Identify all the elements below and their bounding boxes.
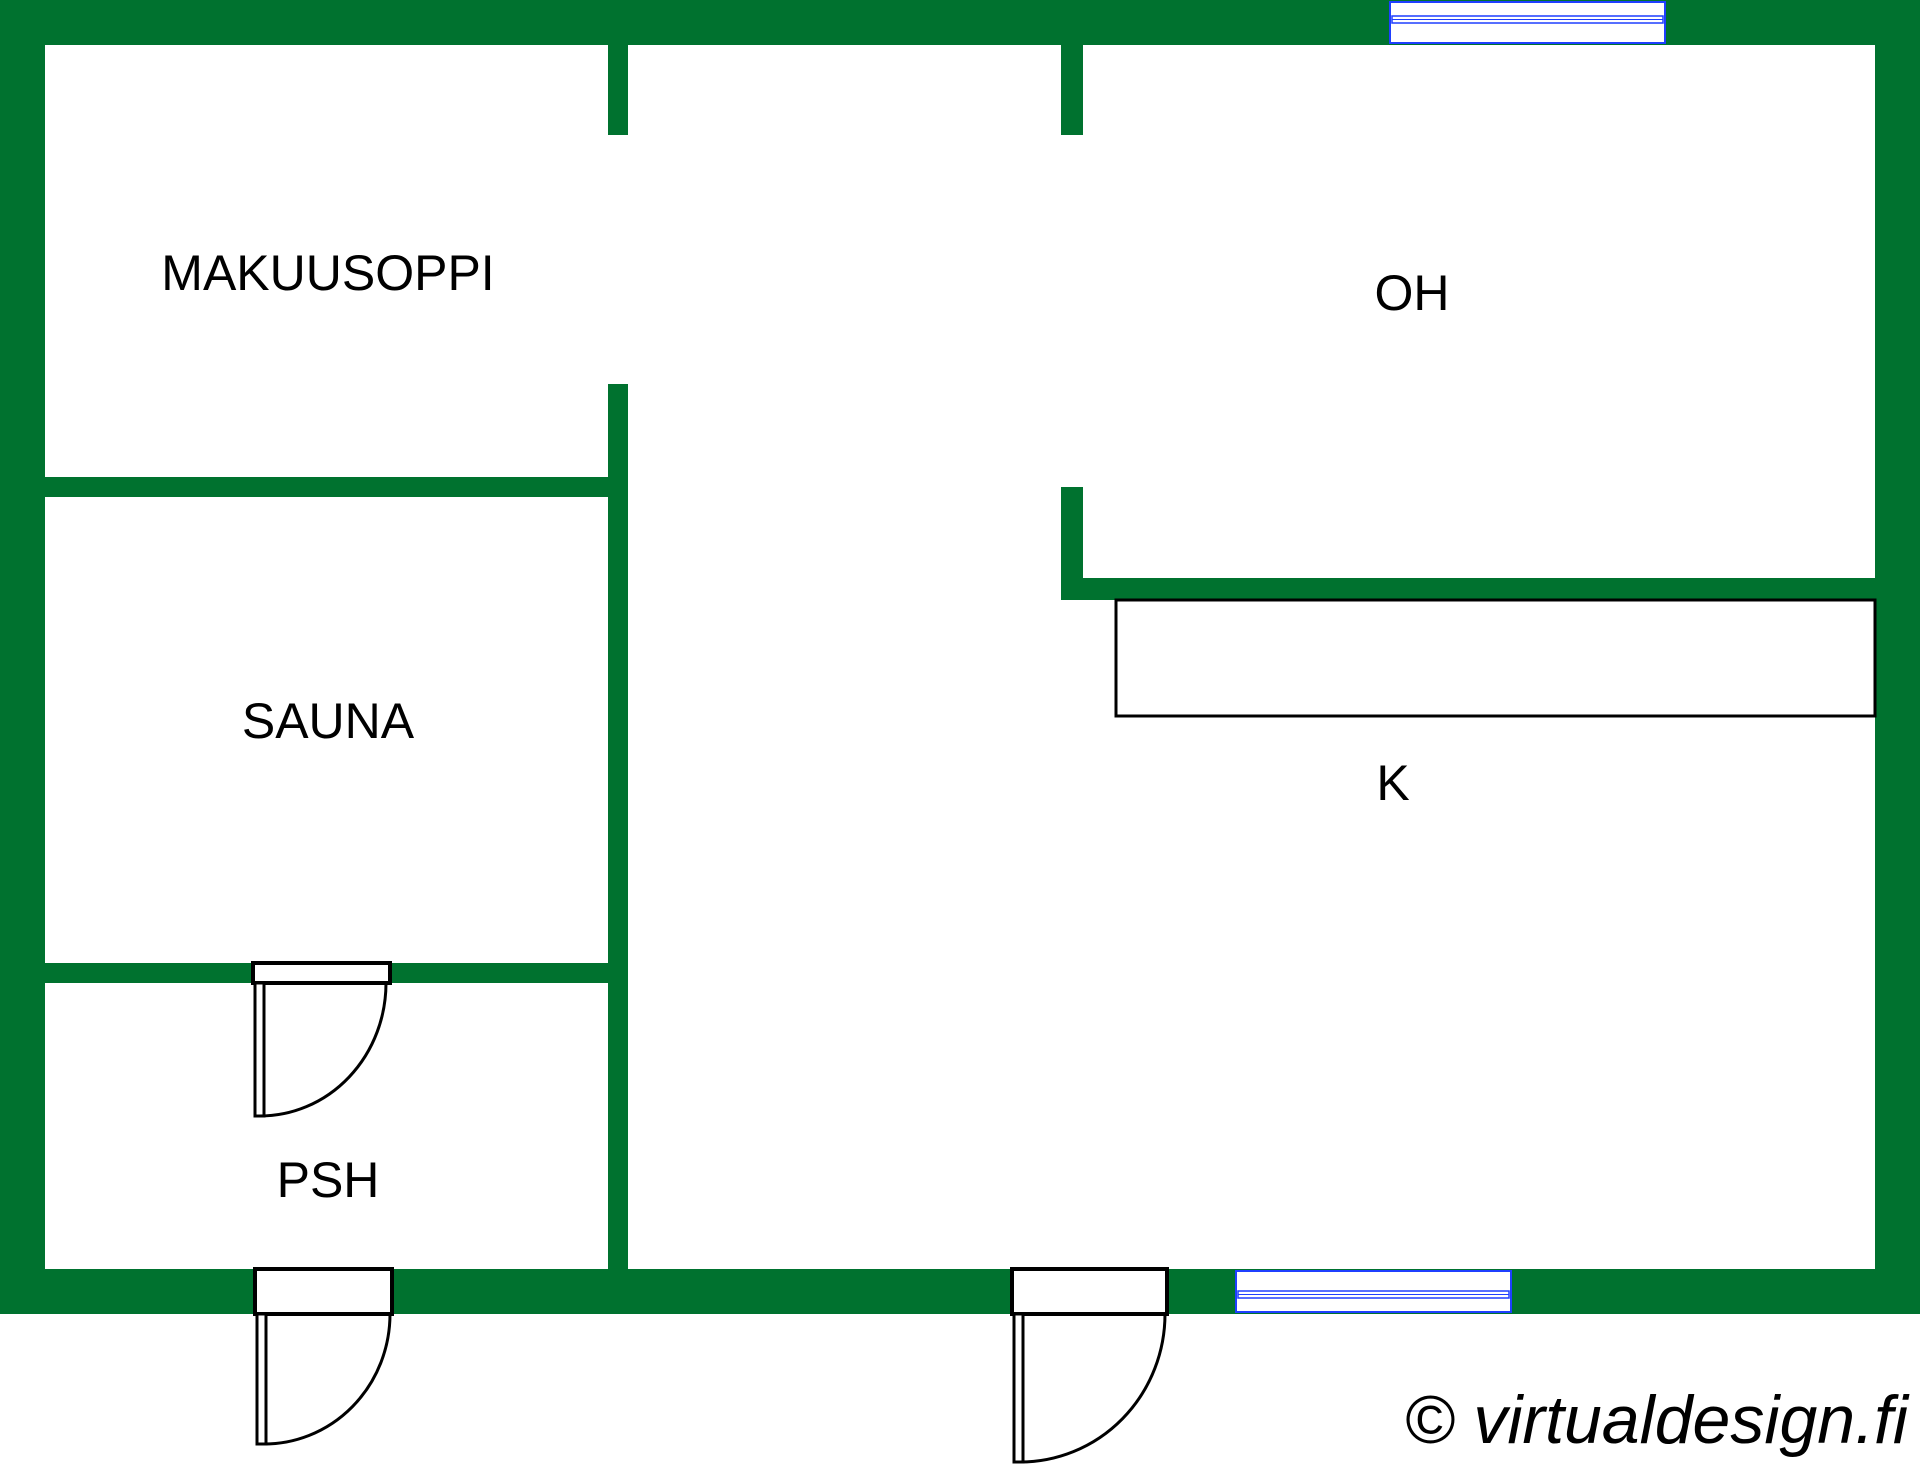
door-entrance-psh — [253, 1267, 394, 1446]
wall-stub-oh-lower — [1061, 487, 1083, 600]
wall-stub-top-middle — [1061, 45, 1083, 135]
room-label-k: K — [1376, 755, 1409, 811]
door-entrance-main — [1010, 1267, 1169, 1464]
wall-oh-kitchen — [1061, 578, 1875, 600]
window-top — [1389, 1, 1666, 44]
room-label-oh: OH — [1375, 265, 1450, 321]
wall-stub-top-left — [608, 45, 628, 135]
wall-makuusoppi-sauna — [45, 477, 608, 497]
outer-wall-left — [0, 0, 45, 1314]
copyright-text: © virtualdesign.fi — [1404, 1382, 1910, 1458]
outer-wall-right — [1875, 0, 1920, 1314]
room-label-makuusoppi: MAKUUSOPPI — [161, 245, 494, 301]
room-label-sauna: SAUNA — [242, 693, 415, 749]
door-sauna — [251, 961, 392, 1118]
wall-vertical-left — [608, 384, 628, 1269]
window-bottom — [1235, 1270, 1512, 1313]
room-label-psh: PSH — [277, 1152, 380, 1208]
kitchen-counter — [1114, 598, 1877, 718]
